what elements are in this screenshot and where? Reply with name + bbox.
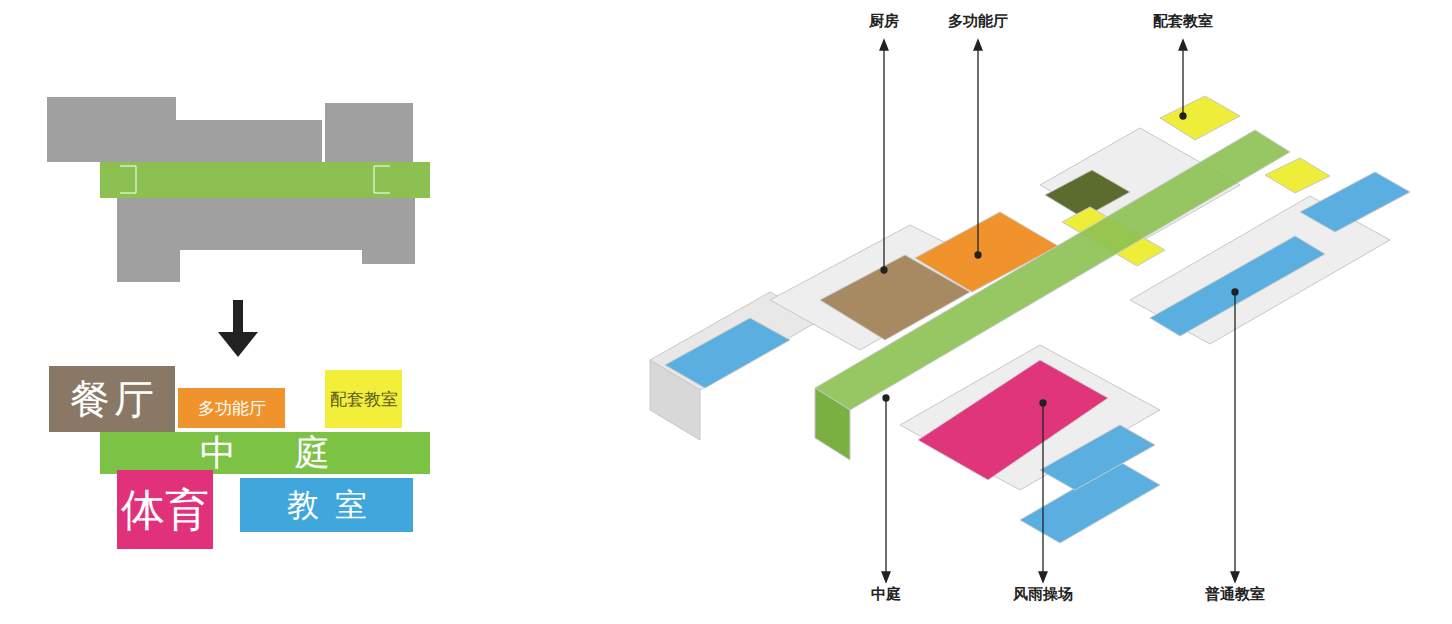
block-label: 配套教室 xyxy=(330,391,398,408)
callout-label: 配套教室 xyxy=(1151,12,1215,30)
callout-label: 多功能厅 xyxy=(946,12,1010,30)
callout-label: 中庭 xyxy=(869,585,903,603)
classroom-block: 教室 xyxy=(240,478,413,532)
support-class-block: 配套教室 xyxy=(325,370,402,428)
block-label: 多功能厅 xyxy=(198,400,266,417)
block-label: 教室 xyxy=(287,489,383,521)
down-arrow xyxy=(218,300,258,357)
callout-label: 厨房 xyxy=(867,12,901,30)
leader-lines xyxy=(880,40,1239,582)
block-label: 体育 xyxy=(121,488,209,532)
site-plan xyxy=(47,97,430,282)
block-label: 中庭 xyxy=(200,435,387,471)
callout-label: 普通教室 xyxy=(1203,585,1267,603)
block-label: 餐厅 xyxy=(70,379,158,419)
hall-block: 多功能厅 xyxy=(178,388,285,428)
sports-block: 体育 xyxy=(117,470,213,549)
building-model xyxy=(650,96,1410,543)
courtyard-band: 中庭 xyxy=(100,432,430,474)
dining-block: 餐厅 xyxy=(49,366,175,432)
callout-label: 风雨操场 xyxy=(1011,585,1075,603)
